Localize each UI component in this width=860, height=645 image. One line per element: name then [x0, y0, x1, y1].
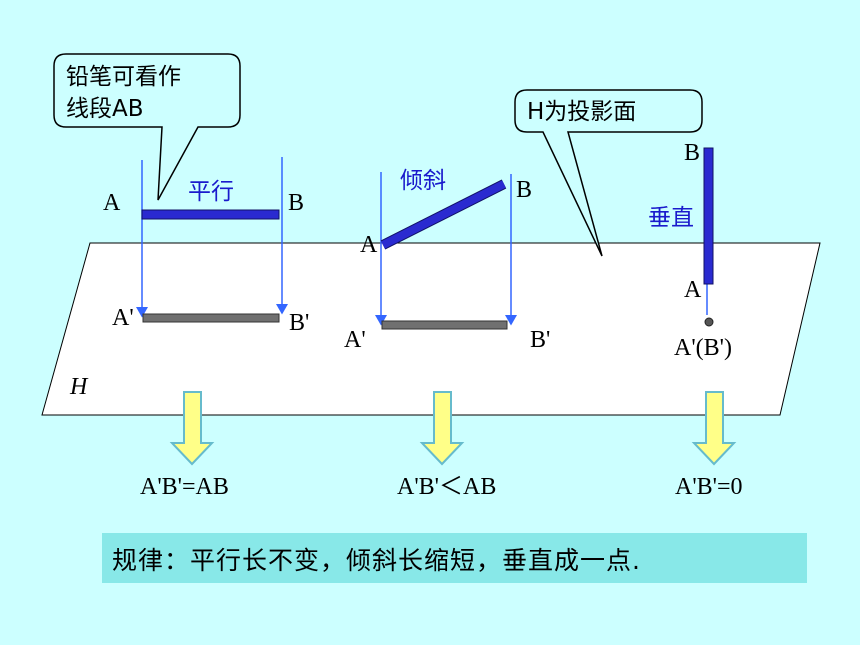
pencil-segment: [381, 180, 506, 249]
pencil-segment: [141, 209, 280, 220]
inclined-result: A'B'＜AB: [397, 474, 496, 500]
down-arrow-icon: [691, 391, 737, 466]
point-a-label: A: [103, 190, 121, 216]
rule-box: [102, 533, 807, 583]
pencil-callout: 铅笔可看作 线段AB: [53, 53, 241, 201]
plane-callout: H为投影面: [514, 89, 703, 257]
point-b-proj-label: B': [530, 327, 550, 353]
down-arrow-icon: [419, 391, 465, 466]
point-b-label: B: [516, 177, 532, 203]
down-arrow-icon: [169, 391, 215, 466]
projection-segment: [381, 320, 508, 330]
projection-point-label: A'(B'): [674, 335, 732, 361]
point-b-label: B: [684, 140, 700, 166]
point-a-proj-label: A': [112, 305, 134, 331]
plane-label: H: [69, 374, 89, 400]
point-a-label: A: [684, 277, 702, 303]
projection-point: [704, 317, 714, 327]
pencil-callout-line2: 线段AB: [66, 96, 144, 122]
parallel-title: 平行: [188, 179, 234, 205]
perpendicular-title: 垂直: [648, 205, 694, 231]
perpendicular-case: 垂直 B A A'(B'): [648, 140, 732, 361]
pencil-segment: [703, 147, 714, 285]
point-b-label: B: [288, 190, 304, 216]
perpendicular-result: A'B'=0: [675, 474, 743, 500]
inclined-case: 倾斜 A B A' B': [344, 168, 550, 353]
plane-callout-text: H为投影面: [527, 99, 636, 125]
point-a-label: A: [360, 232, 378, 258]
projection-segment: [142, 313, 280, 323]
inclined-title: 倾斜: [400, 168, 446, 194]
parallel-result: A'B'=AB: [140, 474, 229, 500]
parallel-case: 平行 A B A' B': [103, 157, 309, 336]
rule-text: 规律：平行长不变，倾斜长缩短，垂直成一点.: [112, 546, 641, 575]
pencil-callout-line1: 铅笔可看作: [66, 64, 181, 90]
point-a-proj-label: A': [344, 327, 366, 353]
point-b-proj-label: B': [289, 310, 309, 336]
